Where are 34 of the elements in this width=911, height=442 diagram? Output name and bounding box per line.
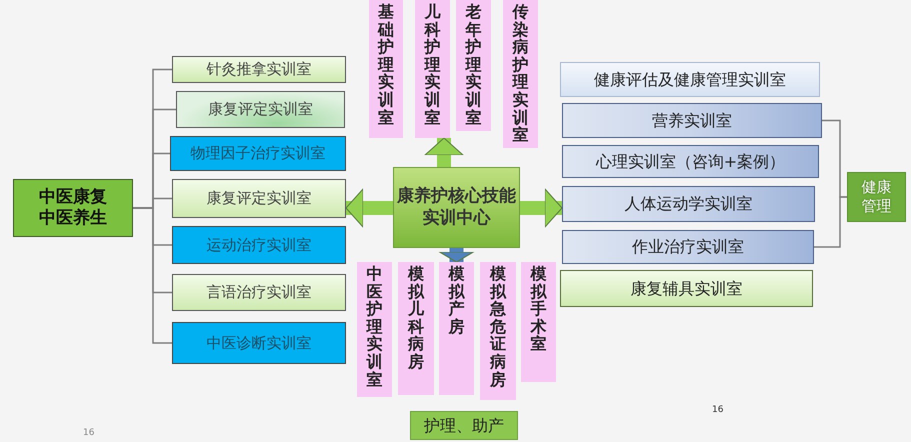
bracket-line [814, 196, 847, 248]
room-box: 中医诊断实训室 [172, 322, 346, 364]
room-box: 针灸推拿实训室 [172, 56, 346, 83]
room-column: 模拟产房 [439, 262, 474, 395]
room-box: 健康管理 [847, 172, 906, 222]
block-arrow [520, 188, 562, 228]
room-box: 营养实训室 [562, 103, 822, 138]
room-box: 康复评定实训室 [176, 91, 345, 128]
room-box: 中医康复 中医养生 [13, 179, 133, 237]
room-box: 康养护核心技能实训中心 [393, 167, 520, 248]
page-number: 16 [712, 405, 724, 415]
block-arrow [346, 188, 393, 228]
block-arrow [424, 138, 464, 167]
room-box: 人体运动学实训室 [562, 186, 815, 222]
block-arrow [439, 248, 474, 262]
room-column: 老年护理实训室 [456, 0, 491, 131]
room-column: 模拟儿科病房 [398, 262, 434, 395]
room-column: 传染病护理实训室 [503, 0, 538, 148]
room-box: 康复辅具实训室 [560, 270, 813, 307]
room-box: 言语治疗实训室 [172, 274, 346, 311]
room-box: 作业治疗实训室 [562, 230, 814, 264]
page-number: 16 [83, 428, 94, 438]
room-column: 模拟手术室 [521, 262, 556, 382]
room-box: 物理因子治疗实训室 [170, 136, 346, 171]
room-column: 儿科护理实训室 [415, 0, 450, 138]
room-column: 中医护理实训室 [357, 262, 392, 397]
room-column: 基础护理实训室 [369, 0, 403, 138]
room-box: 心理实训室（咨询+案例） [562, 145, 819, 178]
bracket-line [133, 207, 172, 344]
room-column: 模拟急危证病房 [480, 262, 516, 400]
room-box: 运动治疗实训室 [172, 226, 346, 264]
room-box: 护理、助产 [410, 411, 518, 440]
room-box: 康复评定实训室 [172, 179, 346, 218]
room-box: 健康评估及健康管理实训室 [560, 62, 820, 97]
